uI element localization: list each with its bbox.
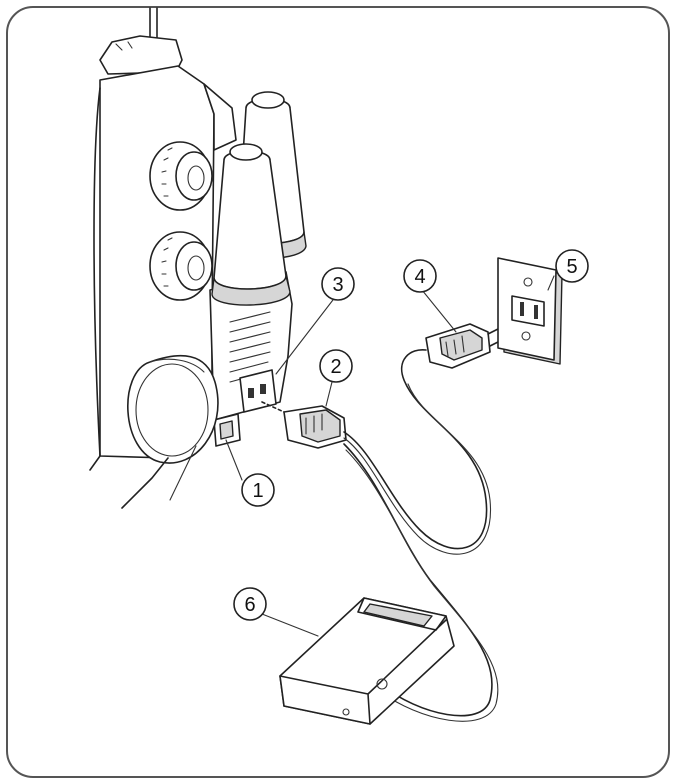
callout-leaders — [225, 275, 555, 637]
callout-6-label: 6 — [244, 594, 255, 616]
callout-2-label: 2 — [330, 356, 341, 378]
callout-4: 4 — [403, 259, 437, 293]
callout-2: 2 — [319, 349, 353, 383]
cord-to-wall — [343, 349, 488, 550]
callout-3-label: 3 — [332, 274, 343, 296]
callout-5-label: 5 — [566, 256, 577, 278]
vent-slots — [229, 311, 271, 383]
callout-6: 6 — [233, 587, 267, 621]
serger-machine — [89, 7, 293, 509]
handwheel — [127, 354, 219, 464]
callout-1: 1 — [241, 473, 275, 507]
lower-dial — [149, 231, 213, 301]
callout-4-label: 4 — [414, 266, 425, 288]
cord-to-wall-inner — [343, 383, 492, 555]
power-switch — [213, 413, 241, 447]
machine-plug — [261, 401, 347, 449]
cord-to-pedal-inner — [345, 449, 499, 722]
upper-dial — [149, 141, 213, 211]
foot-pedal — [279, 597, 455, 725]
callout-3: 3 — [321, 267, 355, 301]
callout-1-label: 1 — [252, 480, 263, 502]
wall-plug — [425, 321, 519, 369]
thread-spool-front — [211, 143, 291, 306]
wall-outlet — [497, 257, 563, 365]
callout-5: 5 — [555, 249, 589, 283]
diagram-frame — [6, 6, 670, 778]
machine-socket — [239, 369, 277, 413]
